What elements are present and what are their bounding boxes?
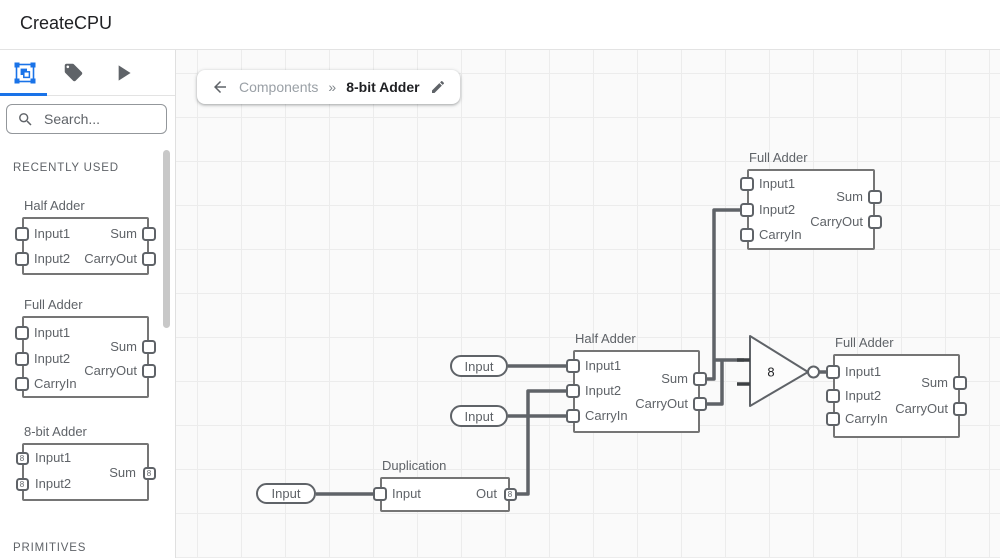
node-title: Full Adder: [835, 335, 894, 350]
port-label: Input2: [845, 388, 882, 403]
port-label: CarryIn: [759, 227, 802, 242]
port-sum[interactable]: [693, 372, 707, 386]
port-sum[interactable]: [142, 227, 156, 241]
port-label: Sum: [109, 465, 136, 480]
input-pill[interactable]: Input: [450, 355, 508, 377]
port-input1[interactable]: [740, 177, 754, 191]
port-label: Out: [476, 486, 497, 501]
port-label: Sum: [110, 339, 137, 354]
port-input1[interactable]: 8: [15, 451, 29, 465]
port-label: CarryOut: [84, 251, 137, 266]
active-tab-indicator: [0, 93, 47, 96]
port-carryin[interactable]: [740, 228, 754, 242]
port-carryin[interactable]: [826, 412, 840, 426]
input-pill[interactable]: Input: [450, 405, 508, 427]
port-input2[interactable]: [15, 252, 29, 266]
input-pill[interactable]: Input: [256, 483, 316, 504]
port-sum[interactable]: [868, 190, 882, 204]
port-carryin[interactable]: [15, 377, 29, 391]
port-sum[interactable]: 8: [142, 466, 156, 480]
node-full-adder[interactable]: [747, 169, 875, 250]
port-label: CarryIn: [34, 376, 77, 391]
sidebar-tab-bar: [0, 50, 175, 96]
play-icon: [110, 60, 136, 86]
port-label: CarryOut: [895, 401, 948, 416]
port-label: CarryOut: [635, 396, 688, 411]
port-label: Input: [392, 486, 421, 501]
port-label: Input1: [759, 176, 796, 191]
port-label: Input2: [759, 202, 796, 217]
tag-icon: [63, 62, 84, 83]
port-carryout[interactable]: [953, 402, 967, 416]
breadcrumb-separator: »: [328, 79, 337, 95]
tab-components[interactable]: [0, 50, 49, 95]
canvas[interactable]: [175, 50, 1000, 558]
port-label: CarryOut: [84, 363, 137, 378]
port-input2[interactable]: [566, 384, 580, 398]
node-full-adder[interactable]: [22, 316, 149, 398]
port-out[interactable]: 8: [503, 487, 517, 501]
port-input1[interactable]: [826, 365, 840, 379]
port-label: Input2: [585, 383, 622, 398]
app-title: CreateCPU: [20, 13, 113, 33]
port-label: Sum: [110, 226, 137, 241]
port-carryout[interactable]: [142, 364, 156, 378]
node-title: Half Adder: [575, 331, 636, 346]
node-title: Full Adder: [24, 297, 83, 312]
pencil-icon[interactable]: [430, 79, 446, 95]
tab-simulate[interactable]: [98, 50, 147, 95]
port-label: Input2: [34, 351, 71, 366]
node-title: Half Adder: [24, 198, 85, 213]
app-header: CreateCPU: [0, 0, 1000, 50]
port-label: Input1: [35, 450, 72, 465]
port-label: Input1: [585, 358, 622, 373]
breadcrumb-current: 8-bit Adder: [346, 79, 420, 95]
node-full-adder[interactable]: [833, 354, 960, 438]
search-input[interactable]: [42, 110, 166, 128]
port-input2[interactable]: [740, 203, 754, 217]
port-label: Input2: [34, 251, 71, 266]
port-label: Sum: [661, 371, 688, 386]
node-duplication[interactable]: [380, 477, 510, 512]
port-label: CarryIn: [585, 408, 628, 423]
port-label: Input2: [35, 476, 72, 491]
port-input1[interactable]: [566, 359, 580, 373]
port-input2[interactable]: [15, 352, 29, 366]
node-title: Duplication: [382, 458, 447, 473]
port-carryout[interactable]: [693, 397, 707, 411]
port-input2[interactable]: 8: [15, 477, 29, 491]
breadcrumb-parent[interactable]: Components: [239, 79, 319, 95]
port-carryout[interactable]: [868, 215, 882, 229]
node-half-adder[interactable]: [573, 350, 700, 433]
port-input1[interactable]: [15, 326, 29, 340]
breadcrumb: Components » 8-bit Adder: [197, 70, 460, 104]
port-label: CarryOut: [810, 214, 863, 229]
search-box[interactable]: [6, 104, 167, 134]
port-sum[interactable]: [142, 340, 156, 354]
port-label: Input1: [845, 364, 882, 379]
port-label: Sum: [836, 189, 863, 204]
port-label: Sum: [921, 375, 948, 390]
section-primitives: PRIMITIVES: [13, 542, 87, 554]
port-input1[interactable]: [15, 227, 29, 241]
node-half-adder[interactable]: [22, 217, 149, 275]
sidebar-scrollbar[interactable]: [163, 150, 170, 328]
components-select-icon: [14, 62, 36, 84]
node-8-bit-adder[interactable]: [22, 443, 149, 501]
node-title: 8-bit Adder: [24, 424, 87, 439]
port-label: CarryIn: [845, 411, 888, 426]
port-carryout[interactable]: [142, 252, 156, 266]
port-label: Input1: [34, 226, 71, 241]
section-recently-used: RECENTLY USED: [13, 162, 119, 174]
port-label: Input1: [34, 325, 71, 340]
port-input[interactable]: [373, 487, 387, 501]
search-icon: [17, 111, 34, 128]
arrow-left-icon[interactable]: [211, 78, 229, 96]
node-title: Full Adder: [749, 150, 808, 165]
tab-tags[interactable]: [49, 50, 98, 95]
port-carryin[interactable]: [566, 409, 580, 423]
port-sum[interactable]: [953, 376, 967, 390]
port-input2[interactable]: [826, 389, 840, 403]
